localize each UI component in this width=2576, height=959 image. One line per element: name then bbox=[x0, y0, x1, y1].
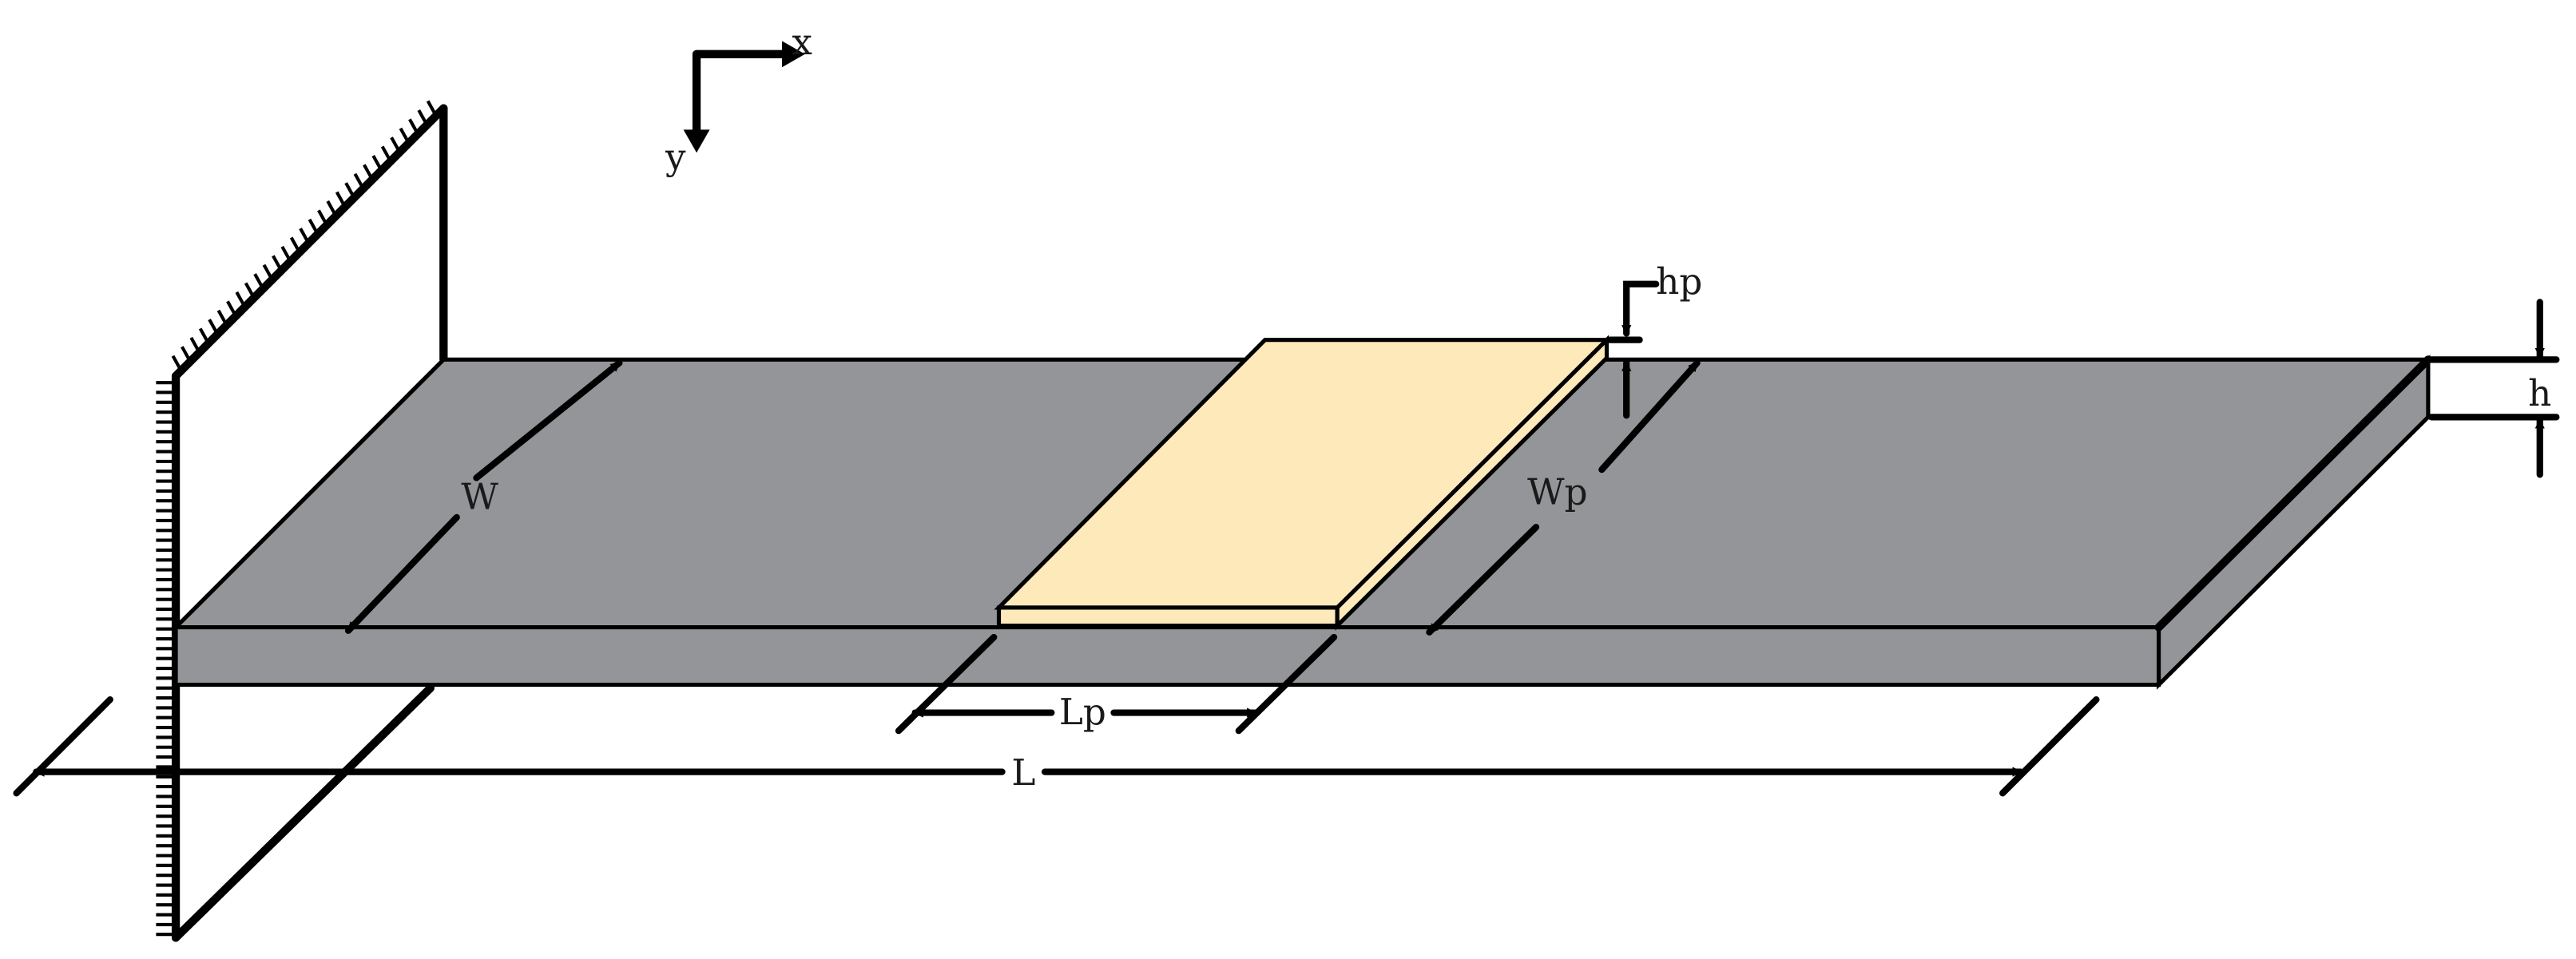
dimension-hp: hp bbox=[1606, 260, 1702, 419]
piezo-patch bbox=[994, 335, 1612, 631]
dimension-wp-label: Wp bbox=[1527, 470, 1587, 513]
dimension-h: h bbox=[2427, 299, 2560, 478]
dimension-h-label: h bbox=[2528, 372, 2551, 414]
dimension-wp: Wp bbox=[1426, 359, 1701, 636]
patch-front-face bbox=[996, 605, 1340, 628]
dimension-lp-label: Lp bbox=[1059, 691, 1106, 733]
dimension-lp: Lp bbox=[895, 633, 1338, 735]
x-axis-arrow-icon bbox=[782, 41, 805, 68]
dimension-hp-label: hp bbox=[1656, 260, 1702, 303]
support-hatching bbox=[156, 100, 438, 937]
dimension-l-label: L bbox=[1011, 751, 1035, 794]
y-axis-label: y bbox=[665, 136, 686, 178]
y-axis-arrow-icon bbox=[683, 129, 710, 153]
beam-front-face bbox=[173, 625, 2161, 688]
dimension-w-label: W bbox=[461, 476, 498, 518]
x-axis-label: x bbox=[792, 21, 812, 63]
coordinate-axes: x y bbox=[665, 21, 812, 178]
dimension-w: W bbox=[344, 359, 623, 634]
patch-side-face bbox=[1335, 335, 1610, 631]
dimension-l: L bbox=[13, 695, 2100, 797]
